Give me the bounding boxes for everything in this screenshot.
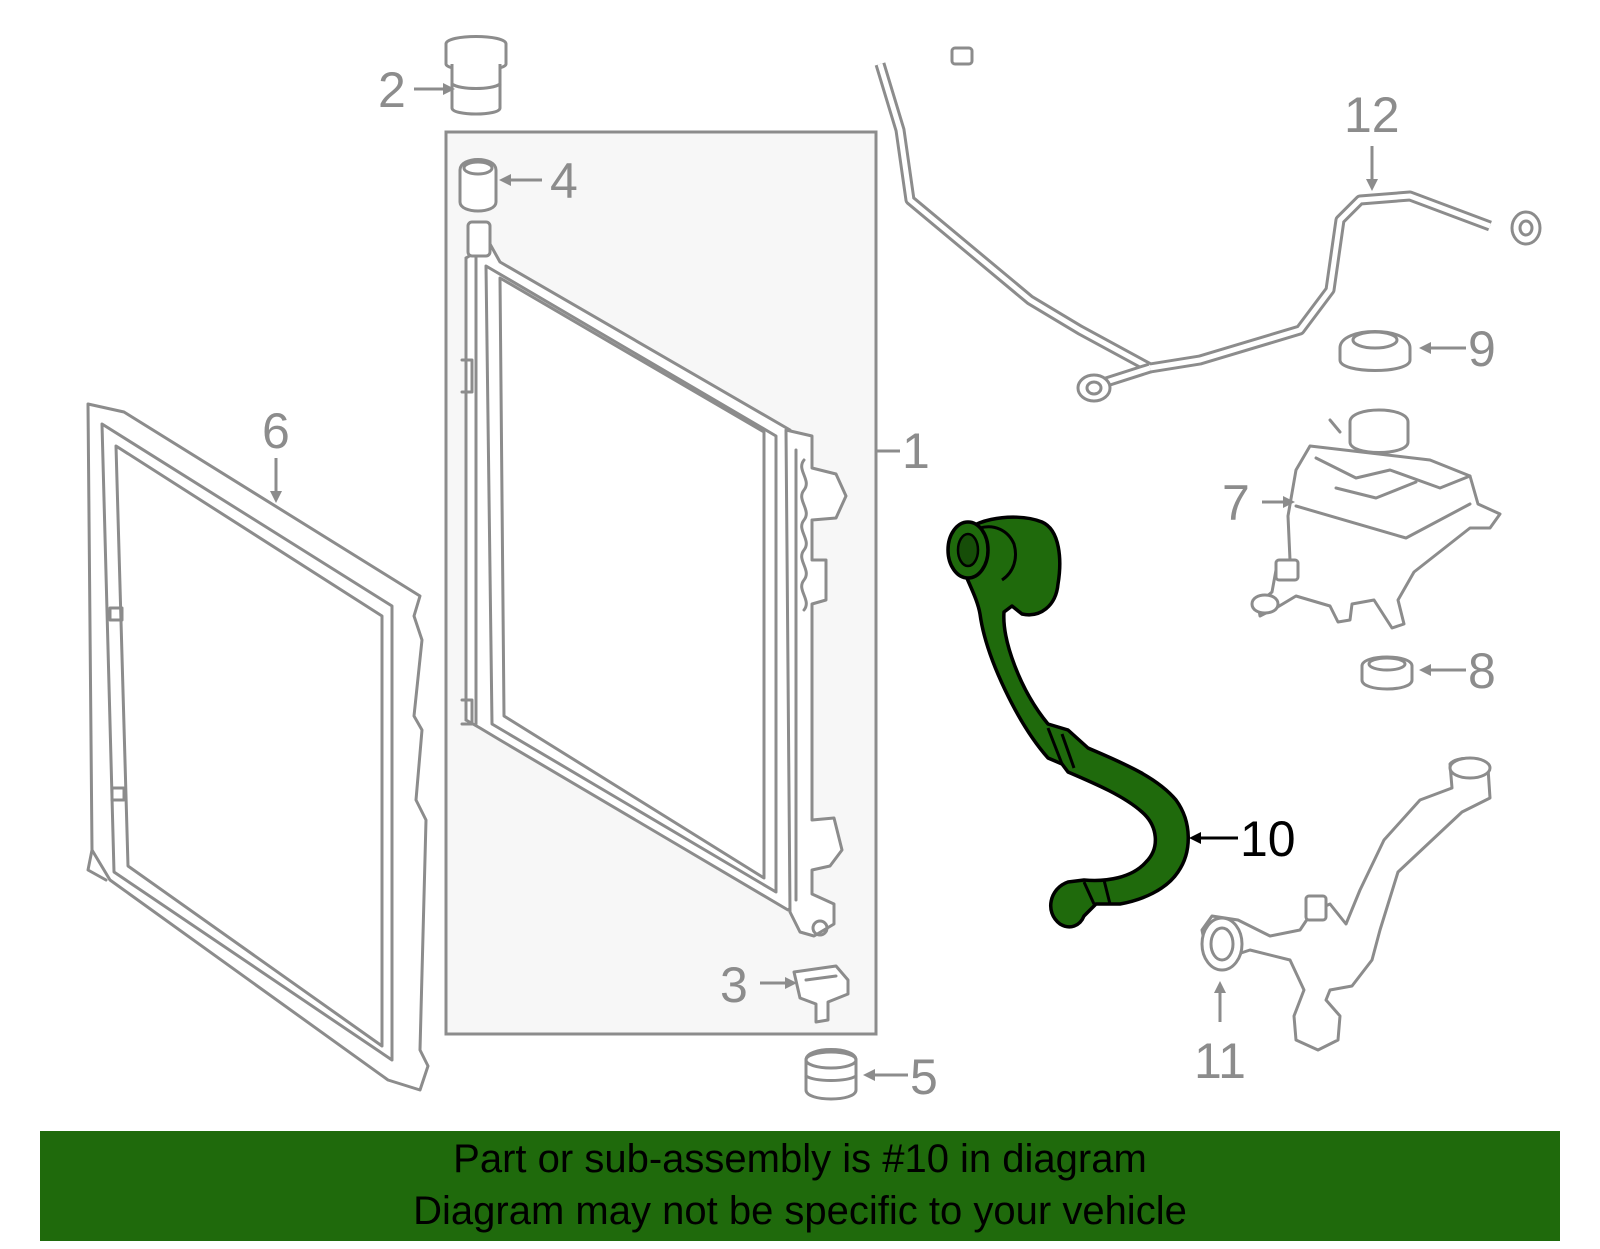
seal-drawing [458, 158, 498, 213]
callout-4: 4 [550, 153, 578, 209]
tank-grommet-drawing [1360, 655, 1414, 691]
expansion-tank-drawing [1250, 408, 1502, 630]
callout-11: 11 [1194, 1033, 1246, 1089]
reservoir-cap-drawing [1338, 330, 1412, 372]
banner-line-disclaimer: Diagram may not be specific to your vehi… [413, 1189, 1187, 1233]
bracket-drawing [792, 964, 850, 1024]
callout-6: 6 [262, 403, 290, 459]
lower-hose-drawing [1200, 756, 1492, 1052]
radiator-drawing [460, 220, 848, 938]
callout-1: 1 [902, 423, 930, 479]
highlighted-hose-10[interactable] [946, 515, 1190, 929]
callout-12: 12 [1344, 87, 1400, 143]
banner-line-part-number: Part or sub-assembly is #10 in diagram [453, 1137, 1147, 1181]
cap-drawing [444, 35, 508, 116]
callout-10[interactable]: 10 [1240, 811, 1296, 867]
grommet-drawing [804, 1048, 858, 1101]
callout-numbers: 1 2 3 4 5 6 7 8 9 10 11 12 [262, 62, 1496, 1105]
callout-9: 9 [1468, 321, 1496, 377]
callout-7: 7 [1222, 475, 1250, 531]
callout-leaders [270, 83, 1466, 1081]
callout-2: 2 [378, 62, 406, 118]
callout-8: 8 [1468, 643, 1496, 699]
callout-3: 3 [720, 957, 748, 1013]
condenser-drawing [86, 402, 430, 1092]
vent-line-drawing [874, 46, 1542, 403]
info-banner: Part or sub-assembly is #10 in diagram D… [40, 1131, 1560, 1241]
callout-5: 5 [910, 1049, 938, 1105]
